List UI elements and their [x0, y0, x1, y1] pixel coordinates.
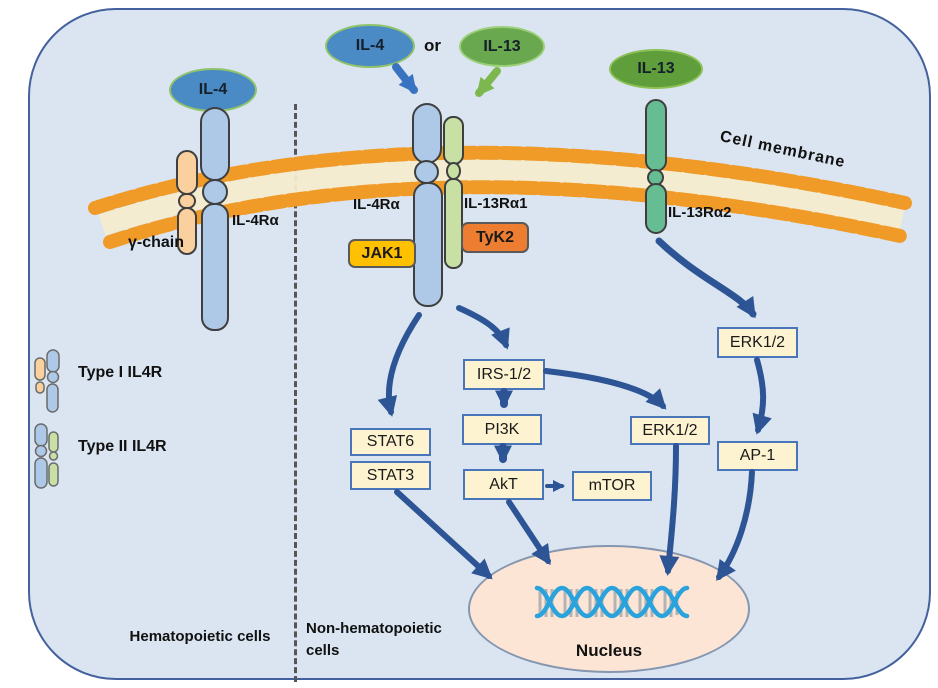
- ap1-box: AP-1: [717, 441, 798, 471]
- pi3k-box: PI3K: [462, 414, 542, 445]
- stat6-box: STAT6: [350, 428, 431, 456]
- erk12-right-box: ERK1/2: [717, 327, 798, 358]
- il4ra-left-tm: [202, 179, 228, 205]
- akt-box: AkT: [463, 469, 544, 500]
- irs12-box: IRS-1/2: [463, 359, 545, 390]
- nucleus-label: Nucleus: [575, 641, 643, 660]
- il4ra-left-tail: [201, 203, 229, 331]
- il4ra-center-tm: [414, 160, 439, 184]
- il4ra-center-tail: [413, 182, 443, 307]
- il13ra2-ecto: [645, 99, 667, 172]
- cell-type-divider-line: [294, 104, 297, 682]
- hematopoietic-cells-label: Hematopoietic cells: [129, 628, 271, 645]
- nucleus: Nucleus: [468, 545, 750, 673]
- mtor-box: mTOR: [572, 471, 652, 501]
- il13ra1-ecto: [443, 116, 464, 165]
- type1-legend-label: Type I IL4R: [78, 364, 163, 381]
- type2-legend-label: Type II IL4R: [78, 438, 167, 455]
- il13ra1-label: IL-13Rα1: [464, 195, 528, 212]
- stat3-box: STAT3: [350, 461, 431, 490]
- il4ra-center-label: IL-4Rα: [353, 196, 400, 213]
- il13ra2-tail: [645, 183, 667, 234]
- or-text: or: [424, 36, 441, 55]
- gamma-chain-tail: [177, 207, 197, 255]
- il4ra-left-label: IL-4Rα: [232, 212, 279, 229]
- il4ra-center-ecto: [412, 103, 442, 164]
- il13ra1-tail: [444, 178, 463, 269]
- il13ra2-label: IL-13Rα2: [668, 204, 732, 221]
- gamma-chain-label: γ-chain: [128, 234, 185, 251]
- il4ra-left-ecto: [200, 107, 230, 181]
- erk12-central-box: ERK1/2: [630, 416, 710, 445]
- il13-ligand-right: IL-13: [609, 49, 703, 89]
- gamma-chain-ecto: [176, 150, 198, 195]
- jak1-box: JAK1: [348, 239, 416, 268]
- il4-ligand-center: IL-4: [325, 24, 415, 68]
- il4-ligand-left: IL-4: [169, 68, 257, 112]
- tyk2-box: TyK2: [461, 222, 529, 253]
- non-hematopoietic-cells-label: Non-hematopoietic cells: [306, 620, 442, 659]
- il13-ligand-center: IL-13: [459, 26, 545, 67]
